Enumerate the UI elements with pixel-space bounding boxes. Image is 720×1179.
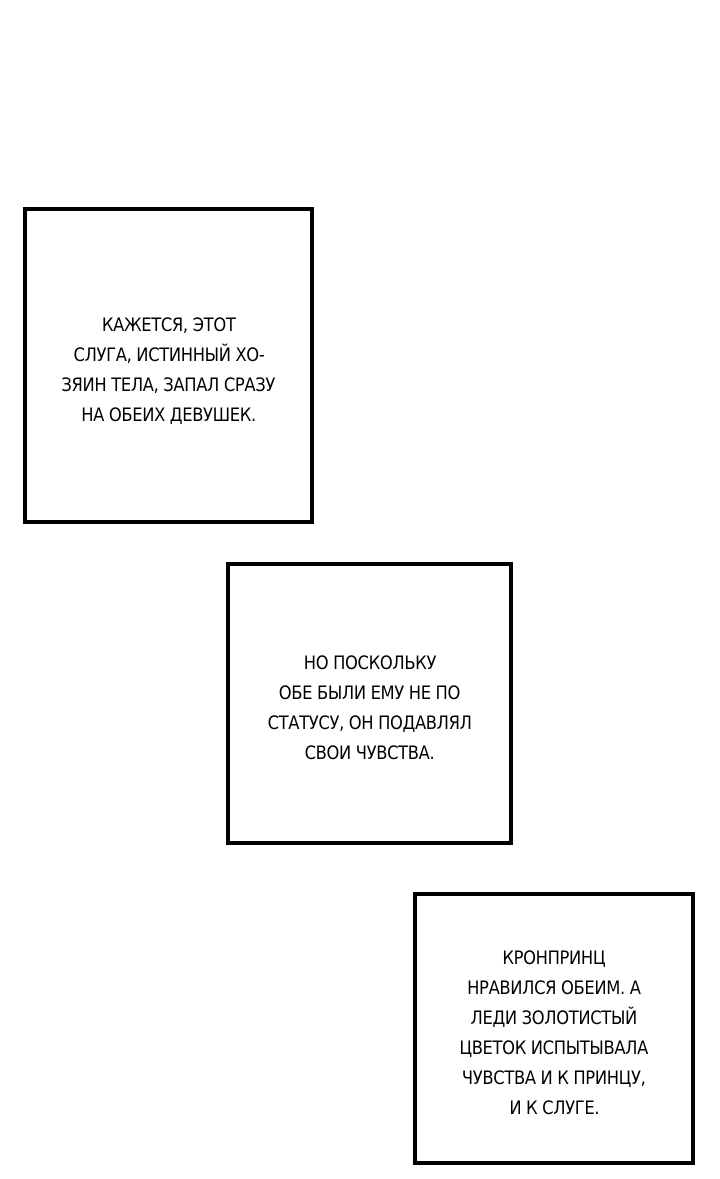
caption-line: ОБЕ БЫЛИ ЕМУ НЕ ПО (278, 682, 461, 704)
caption-line: ЧУВСТВА И К ПРИНЦУ, (462, 1067, 646, 1089)
caption-line: НА ОБЕИХ ДЕВУШЕК. (81, 404, 256, 426)
caption-line: ЛЕДИ ЗОЛОТИСТЫЙ (470, 1007, 638, 1029)
caption-line: НО ПОСКОЛЬКУ (303, 652, 436, 674)
caption-text: КРОНПРИНЦ НРАВИЛСЯ ОБЕИМ. А ЛЕДИ ЗОЛОТИС… (417, 943, 691, 1123)
caption-panel-3: КРОНПРИНЦ НРАВИЛСЯ ОБЕИМ. А ЛЕДИ ЗОЛОТИС… (413, 892, 695, 1165)
caption-line: КАЖЕТСЯ, ЭТОТ (101, 314, 236, 336)
caption-line: СЛУГА, ИСТИННЫЙ ХО- (73, 344, 264, 366)
caption-text: КАЖЕТСЯ, ЭТОТ СЛУГА, ИСТИННЫЙ ХО- ЗЯИН Т… (27, 310, 310, 430)
caption-line: КРОНПРИНЦ (502, 947, 606, 969)
caption-line: И К СЛУГЕ. (509, 1097, 599, 1119)
caption-text: НО ПОСКОЛЬКУ ОБЕ БЫЛИ ЕМУ НЕ ПО СТАТУСУ,… (230, 648, 509, 768)
caption-line: СТАТУСУ, ОН ПОДАВЛЯЛ (267, 712, 472, 734)
caption-line: НРАВИЛСЯ ОБЕИМ. А (467, 977, 641, 999)
caption-panel-1: КАЖЕТСЯ, ЭТОТ СЛУГА, ИСТИННЫЙ ХО- ЗЯИН Т… (23, 207, 314, 524)
caption-line: ЗЯИН ТЕЛА, ЗАПАЛ СРАЗУ (61, 374, 276, 396)
caption-panel-2: НО ПОСКОЛЬКУ ОБЕ БЫЛИ ЕМУ НЕ ПО СТАТУСУ,… (226, 562, 513, 845)
caption-line: СВОИ ЧУВСТВА. (304, 742, 435, 764)
caption-line: ЦВЕТОК ИСПЫТЫВАЛА (459, 1037, 649, 1059)
